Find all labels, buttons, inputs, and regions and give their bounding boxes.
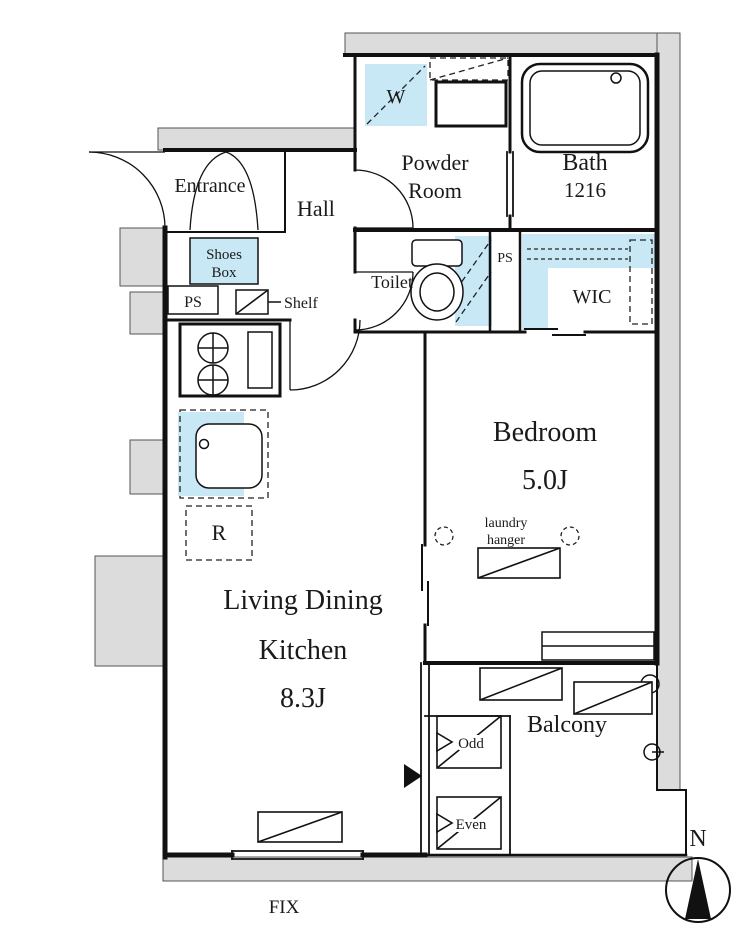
ldk-label-2: Kitchen — [259, 635, 348, 666]
powder-label-2: Room — [408, 178, 462, 203]
fix-window-label: FIX — [269, 897, 300, 918]
walls — [162, 52, 688, 860]
washer-label: W — [387, 86, 406, 108]
ps-wic-label: PS — [497, 251, 513, 266]
toilet-bowl-inner — [419, 272, 455, 312]
bedroom-counter-slash — [477, 547, 561, 579]
stove-panel — [247, 331, 273, 389]
washer-diagonal — [366, 65, 426, 125]
fridge-space — [185, 505, 253, 561]
odd-panel-label: Odd — [458, 736, 484, 752]
storage-symbols — [257, 547, 653, 850]
bedroom-size-label: 5.0J — [522, 465, 568, 496]
toilet-label: Toilet — [371, 272, 413, 292]
labels: Entrance Hall Powder Room Bath 1216 W To… — [174, 86, 706, 918]
shoes-box-label-1: Shoes — [206, 247, 242, 263]
balcony-access-arrow-icon — [404, 764, 422, 788]
odd-panel-slash — [436, 715, 502, 769]
ldk-label-1: Living Dining — [223, 585, 382, 616]
fixtures — [167, 57, 664, 761]
wic-shelf-dashed — [629, 239, 653, 325]
fridge-label: R — [212, 520, 227, 545]
hall-label: Hall — [297, 196, 335, 221]
even-panel-label: Even — [456, 817, 487, 833]
shoes-box-area — [190, 238, 258, 284]
balcony-panel-1-slash — [479, 667, 563, 701]
bath-size-label: 1216 — [564, 178, 606, 202]
ps-hall-label: PS — [184, 294, 202, 311]
doors — [88, 151, 414, 391]
entrance-label: Entrance — [174, 175, 245, 197]
entrance-cabinet-door-left — [189, 151, 227, 231]
gray-left-block-4 — [94, 555, 167, 667]
laundry-hook-icon — [434, 526, 454, 546]
wic-hanger-strip — [522, 234, 655, 268]
shoes-box-outline — [189, 237, 259, 285]
sink-bowl — [195, 423, 263, 489]
wic-label: WIC — [573, 286, 612, 308]
toilet-ps-hatch-2 — [455, 271, 492, 323]
gray-top-band — [344, 32, 681, 56]
laundry-hook-icon — [560, 526, 580, 546]
laundry-hanger-label-1: laundry — [485, 516, 528, 531]
shoes-box-label-2: Box — [211, 265, 237, 281]
toilet-tank — [411, 239, 463, 267]
gray-left-block-2 — [129, 291, 167, 335]
entrance-cabinet-door-right — [225, 151, 259, 231]
north-arrow-icon — [685, 859, 711, 919]
even-panel-slash — [436, 796, 502, 850]
even-panel-notch-icon — [436, 812, 454, 834]
ldk-counter-slash — [257, 811, 343, 843]
bathtub-inner — [529, 70, 641, 146]
wic-left-strip — [522, 268, 548, 330]
gray-entrance-top-band — [157, 127, 356, 151]
sink-faucet-icon — [198, 438, 210, 450]
powder-door-arc — [354, 169, 414, 229]
odd-panel-notch-icon — [436, 731, 454, 753]
compass-circle — [665, 857, 731, 923]
bedroom-label: Bedroom — [493, 417, 597, 448]
gray-left-block-3 — [129, 439, 167, 495]
ldk-door-arc — [289, 319, 361, 391]
gray-bottom-band — [162, 856, 693, 882]
bathtub-outline — [520, 62, 650, 154]
gray-right-band — [656, 32, 681, 791]
compass-north-label: N — [689, 826, 706, 852]
gray-left-block-1 — [119, 227, 167, 287]
powder-overhead-diagonal — [429, 57, 509, 81]
stove-outline — [178, 322, 282, 398]
washer-pan — [434, 80, 508, 128]
entrance-door-arc — [88, 151, 166, 229]
markers — [404, 764, 731, 923]
toilet-bowl — [410, 263, 464, 321]
bath-label: Bath — [562, 150, 607, 176]
toilet-door-arc — [354, 271, 414, 331]
shelf-diagonal — [235, 289, 269, 315]
balcony-panel-2-slash — [573, 681, 653, 715]
powder-label-1: Powder — [401, 150, 469, 175]
shelf-label: Shelf — [284, 295, 318, 312]
sink-dashed-outline — [179, 409, 269, 499]
balcony-label: Balcony — [527, 712, 607, 738]
ldk-size-label: 8.3J — [280, 683, 326, 714]
bath-faucet-icon — [610, 72, 622, 84]
laundry-hanger-label-2: hanger — [487, 533, 525, 548]
ps-hall-box — [167, 285, 219, 315]
